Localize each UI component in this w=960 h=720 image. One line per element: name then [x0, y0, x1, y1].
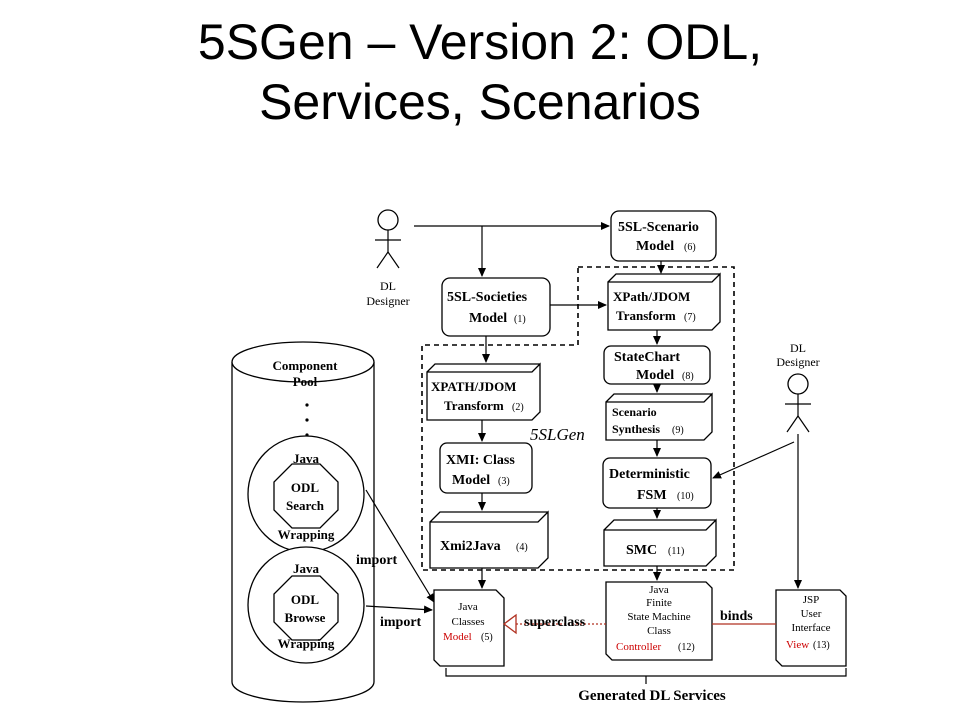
- java-classes-line2: Classes: [452, 616, 485, 628]
- odl-browse-outer-label: Java: [293, 561, 320, 576]
- dl-designer-top-label-1: DL: [380, 279, 396, 293]
- xmi2java-shape: [429, 510, 549, 569]
- odl-browse-octagon: [273, 575, 339, 641]
- xpath-7-shape: [607, 272, 721, 331]
- societies-model-box: [441, 277, 551, 337]
- scenario-synthesis-line2: Synthesis: [612, 422, 660, 436]
- statechart-num: (8): [682, 371, 694, 382]
- xpath-7-line2: Transform: [616, 308, 676, 323]
- generator-label: 5SLGen: [530, 425, 585, 444]
- dl-designer-right-label-1: DL: [790, 341, 806, 355]
- dl-designer-right-label-2: Designer: [776, 355, 819, 369]
- odl-browse-wrap-label: Wrapping: [278, 636, 335, 651]
- jsp-line3: Interface: [791, 622, 830, 634]
- odl-search-wrap-label: Wrapping: [278, 527, 335, 542]
- dl-designer-right-icon: [785, 373, 811, 433]
- java-classes-doc: [433, 589, 505, 667]
- societies-model-line1: 5SL-Societies: [447, 290, 528, 305]
- scenario-model-num: (6): [684, 242, 696, 253]
- scenario-synthesis-num: (9): [672, 425, 684, 436]
- generator-boundary: [421, 266, 735, 571]
- scenario-synthesis-line1: Scenario: [612, 405, 657, 419]
- deterministic-fsm-line1: Deterministic: [609, 467, 690, 482]
- superclass-label: superclass: [524, 615, 586, 630]
- xmi2java-line1: Xmi2Java: [440, 539, 501, 554]
- odl-search-octagon: [273, 463, 339, 529]
- jsp-line2: User: [801, 608, 822, 620]
- dl-designer-top-label-2: Designer: [366, 294, 409, 308]
- binds-label: binds: [720, 609, 753, 624]
- fsm-class-num: (12): [678, 642, 695, 653]
- scenario-model-box: [610, 210, 717, 262]
- smc-line1: SMC: [626, 543, 657, 558]
- xmi-class-model-line2: Model: [452, 473, 490, 488]
- fsm-class-doc: [605, 581, 713, 661]
- slide-title-line2: Services, Scenarios: [259, 74, 701, 130]
- smc-num: (11): [668, 546, 684, 557]
- xmi2java-num: (4): [516, 542, 528, 553]
- smc-shape: [603, 518, 717, 567]
- fsm-class-red: Controller: [616, 641, 662, 653]
- scenario-synthesis-shape: [605, 392, 713, 441]
- societies-model-num: (1): [514, 314, 526, 325]
- slide-title-line1: 5SGen – Version 2: ODL,: [197, 14, 763, 70]
- import-label-1: import: [356, 553, 398, 568]
- odl-search-outer-label: Java: [293, 451, 320, 466]
- fsm-class-line3: State Machine: [627, 611, 690, 623]
- connectors: [365, 222, 847, 684]
- jsp-line1: JSP: [803, 594, 820, 606]
- java-classes-line1: Java: [458, 601, 478, 613]
- xpath-2-shape: [426, 362, 541, 421]
- xpath-2-num: (2): [512, 402, 524, 413]
- slide-title: 5SGen – Version 2: ODL, Services, Scenar…: [0, 12, 960, 132]
- statechart-line2: Model: [636, 368, 674, 383]
- deterministic-fsm-line2: FSM: [637, 488, 667, 503]
- jsp-doc: [775, 589, 847, 667]
- xmi-class-model-box: [439, 442, 533, 494]
- odl-search-inner-1: ODL: [291, 480, 320, 495]
- odl-browse-inner-2: Browse: [285, 610, 326, 625]
- odl-search-inner-2: Search: [286, 498, 325, 513]
- fsm-class-line2: Finite: [646, 597, 672, 609]
- java-classes-num: (5): [481, 632, 493, 643]
- generated-services-label: Generated DL Services: [578, 688, 726, 704]
- statechart-line1: StateChart: [614, 350, 680, 365]
- xmi-class-model-line1: XMI: Class: [446, 453, 515, 468]
- xpath-7-line1: XPath/JDOM: [613, 289, 690, 304]
- jsp-num: (13): [813, 640, 830, 651]
- import-label-2: import: [380, 615, 422, 630]
- fsm-class-line1: Java: [649, 584, 669, 596]
- component-pool-title-1: Component: [272, 358, 338, 373]
- scenario-model-line1: 5SL-Scenario: [618, 220, 699, 235]
- odl-browse-inner-1: ODL: [291, 592, 320, 607]
- java-classes-red: Model: [443, 631, 472, 643]
- dl-designer-top-icon: [375, 209, 401, 269]
- deterministic-fsm-num: (10): [677, 491, 694, 502]
- xpath-2-line1: XPATH/JDOM: [431, 379, 516, 394]
- fsm-class-line4: Class: [647, 625, 671, 637]
- scenario-model-line2: Model: [636, 239, 674, 254]
- xpath-2-line2: Transform: [444, 398, 504, 413]
- xpath-7-num: (7): [684, 312, 696, 323]
- component-pool-title-2: Pool: [293, 374, 318, 389]
- xmi-class-model-num: (3): [498, 476, 510, 487]
- jsp-red: View: [786, 639, 809, 651]
- societies-model-line2: Model: [469, 311, 507, 326]
